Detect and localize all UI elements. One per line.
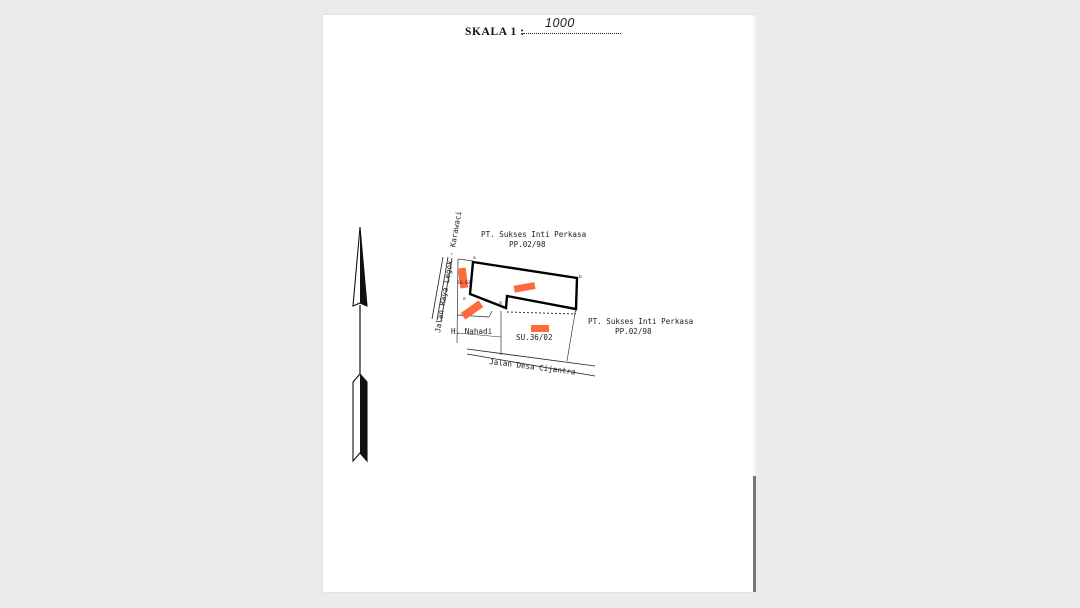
corner-labels: a b c d e f g [463,256,582,316]
corner-label: e [463,297,466,302]
corner-label: a [473,256,476,261]
corner-label: d [485,298,488,304]
parcel-boundary-dashed [506,311,577,315]
east-neighbor-name: PT. Sukses Inti Perkasa [588,317,693,326]
corner-label: f [574,296,577,302]
redaction-markers [457,267,549,332]
north-arrow-icon [352,226,368,463]
parcel-lines [456,258,577,362]
page-edge-shadow [753,476,756,592]
parcel-boundary [468,260,579,311]
east-neighbor-code: PP.02/98 [615,327,652,336]
southwest-neighbor-name: H. Nahadi [451,327,493,336]
south-road-label: Jalan Desa Cijantra [489,357,576,377]
document-page: SKALA 1 : 1000 [323,15,755,592]
north-neighbor-name: PT. Sukses Inti Perkasa [481,230,586,239]
scale-label: SKALA 1 : [465,26,525,38]
corner-label: c [574,311,577,316]
parcel-label: SU.36/02 [516,333,553,342]
scale-value: 1000 [545,16,575,30]
south-road [466,348,596,377]
north-neighbor-code: PP.02/98 [509,240,546,249]
west-road [431,256,453,322]
scale-dotted-line [523,33,621,34]
page-edge [753,15,756,592]
small-parcel-code: SU.03 [457,280,471,286]
corner-label: b [579,274,582,280]
site-map: a b c d e f g PT. Sukses Inti Perkasa PP… [352,210,693,463]
corner-label: g [499,301,502,306]
